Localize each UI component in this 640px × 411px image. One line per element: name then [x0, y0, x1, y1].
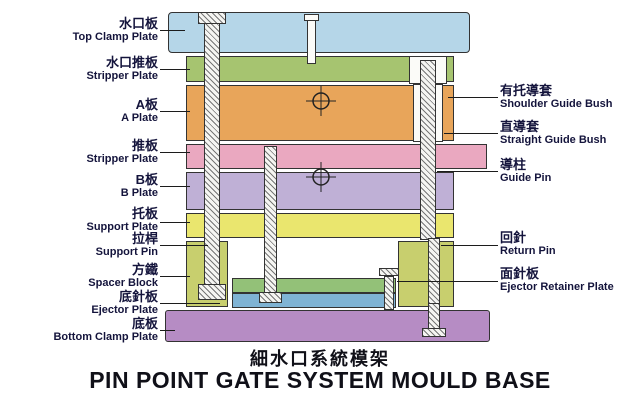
- return-pin: [428, 238, 440, 304]
- label-en: Shoulder Guide Bush: [500, 98, 613, 110]
- label-en: Stripper Plate: [86, 153, 158, 165]
- support-pin-nut: [198, 284, 226, 300]
- bottom-bolt: [428, 303, 440, 330]
- diagram-title-chinese: 細水口系統模架: [250, 349, 390, 369]
- leader-line: [160, 186, 190, 187]
- label-en: Straight Guide Bush: [500, 134, 607, 146]
- label-zh: 推板: [131, 138, 158, 153]
- label-runner-stripper-plate: 水口推板 Stripper Plate: [86, 56, 158, 83]
- label-zh: A板: [135, 97, 158, 112]
- puller-pin-head: [259, 292, 282, 303]
- plate-bottom-clamp: [165, 310, 490, 342]
- leader-line: [444, 133, 498, 134]
- leader-line: [160, 152, 190, 153]
- label-zh: 有托導套: [500, 83, 553, 98]
- label-zh: 底針板: [118, 289, 158, 304]
- diagram-title-english: PIN POINT GATE SYSTEM MOULD BASE: [89, 367, 551, 393]
- leader-line: [160, 222, 190, 223]
- label-zh: 托板: [131, 206, 158, 221]
- label-en: B Plate: [120, 187, 158, 199]
- leader-line: [160, 111, 190, 112]
- label-en: Stripper Plate: [86, 70, 158, 82]
- leader-line: [448, 97, 498, 98]
- ejector-screw: [384, 276, 394, 310]
- label-en: Support Pin: [95, 246, 158, 258]
- guide-pin: [420, 60, 436, 240]
- leader-line: [160, 276, 190, 277]
- center-mark-icon: [306, 162, 336, 192]
- ejector-screw-head: [379, 268, 399, 276]
- plate-stripper: [186, 144, 487, 169]
- label-a-plate: A板 A Plate: [121, 98, 158, 125]
- label-en: Spacer Block: [88, 277, 158, 289]
- label-en: Return Pin: [500, 245, 556, 257]
- label-stripper-plate: 推板 Stripper Plate: [86, 139, 158, 166]
- label-ejector-retainer-plate: 面針板 Ejector Retainer Plate: [500, 267, 614, 294]
- label-top-clamp-plate: 水口板 Top Clamp Plate: [73, 17, 158, 44]
- center-mark-icon: [306, 86, 336, 116]
- plate-ejector: [232, 293, 396, 308]
- label-zh: 底板: [131, 316, 158, 331]
- leader-line: [160, 69, 190, 70]
- label-zh: 導柱: [500, 157, 527, 172]
- leader-line: [160, 330, 175, 331]
- plate-b: [186, 172, 454, 210]
- bottom-bolt-head: [422, 328, 446, 337]
- label-zh: 拉桿: [131, 231, 158, 246]
- leader-line: [397, 281, 498, 282]
- label-en: Support Plate: [86, 221, 158, 233]
- leader-line: [441, 245, 498, 246]
- plate-a: [186, 85, 454, 141]
- label-zh: 面針板: [500, 266, 540, 281]
- label-en: Ejector Plate: [91, 304, 158, 316]
- label-en: Bottom Clamp Plate: [53, 331, 158, 343]
- puller-pin: [264, 146, 277, 294]
- plate-ejector-retainer: [232, 278, 396, 293]
- label-en: Ejector Retainer Plate: [500, 281, 614, 293]
- label-ejector-plate: 底針板 Ejector Plate: [91, 290, 158, 317]
- label-zh: B板: [135, 172, 158, 187]
- spacer-block-right: [398, 241, 454, 307]
- label-b-plate: B板 B Plate: [121, 173, 158, 200]
- label-en: Top Clamp Plate: [72, 31, 158, 43]
- label-bottom-clamp-plate: 底板 Bottom Clamp Plate: [53, 317, 158, 344]
- label-zh: 水口板: [118, 16, 158, 31]
- leader-line: [160, 303, 220, 304]
- label-zh: 方鐵: [131, 262, 158, 277]
- plate-support: [186, 213, 454, 238]
- label-zh: 直導套: [500, 119, 540, 134]
- label-zh: 水口推板: [105, 55, 158, 70]
- leader-line: [160, 245, 208, 246]
- label-spacer-block: 方鐵 Spacer Block: [88, 263, 158, 290]
- center-screw: [307, 20, 316, 64]
- label-en: Guide Pin: [500, 172, 552, 184]
- label-en: A Plate: [121, 112, 158, 124]
- label-guide-pin: 導柱 Guide Pin: [500, 158, 551, 185]
- label-return-pin: 回針 Return Pin: [500, 231, 556, 258]
- label-shoulder-guide-bush: 有托導套 Shoulder Guide Bush: [500, 84, 612, 111]
- leader-line: [160, 30, 185, 31]
- label-support-plate: 托板 Support Plate: [86, 207, 158, 234]
- label-zh: 回針: [500, 230, 527, 245]
- label-straight-guide-bush: 直導套 Straight Guide Bush: [500, 120, 606, 147]
- label-support-pin: 拉桿 Support Pin: [96, 232, 158, 259]
- leader-line: [437, 171, 498, 172]
- support-pin: [204, 23, 220, 285]
